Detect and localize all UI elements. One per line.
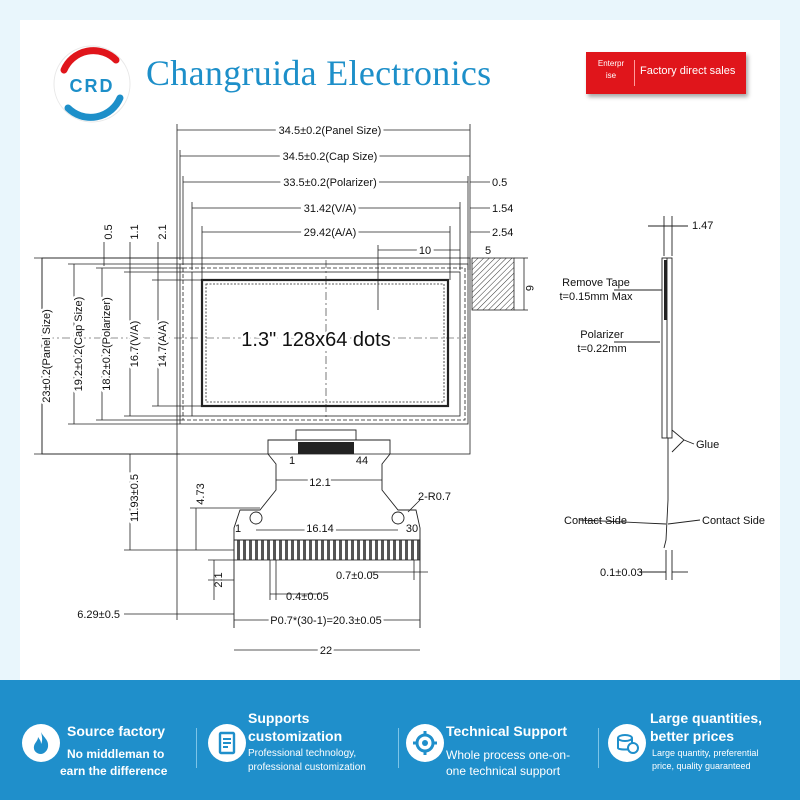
side-polarizer-t: t=0.22mm <box>577 343 626 355</box>
side-remove-tape-t: t=0.15mm Max <box>559 291 633 303</box>
dim-6-29: 6.29±0.5 <box>77 609 120 621</box>
dim-16-14: 16.14 <box>306 523 334 535</box>
brand-title: Changruida Electronics <box>146 53 492 93</box>
feature-divider <box>196 728 197 768</box>
feature-subtitle-2: earn the difference <box>60 764 168 778</box>
gear-icon <box>406 724 444 762</box>
dim-10: 10 <box>419 245 431 257</box>
side-1-47: 1.47 <box>692 220 713 232</box>
feature-subtitle-2: professional customization <box>248 762 366 773</box>
pin-44: 44 <box>356 455 368 467</box>
fpc-pin-row <box>233 539 421 561</box>
pin-1-top: 1 <box>289 455 295 467</box>
feature-title-2: customization <box>248 728 343 744</box>
feature-title: Large quantities, <box>650 710 763 726</box>
dim-1-54: 1.54 <box>492 203 513 215</box>
dim-2-1-bottom: 2.1 <box>213 572 225 587</box>
feature-title: Technical Support <box>446 723 568 739</box>
dim-panel-size-w: 34.5±0.2(Panel Size) <box>279 125 382 137</box>
header: CRD Changruida Electronics Enterpr ise F… <box>20 20 780 123</box>
dim-aa-h: 14.7(A/A) <box>157 321 169 367</box>
dim-cap-size-w: 34.5±0.2(Cap Size) <box>283 151 378 163</box>
dim-6: 6 <box>523 285 535 291</box>
dim-5: 5 <box>485 245 491 257</box>
dim-2-1-top: 2.1 <box>157 224 169 239</box>
feature-title-2: better prices <box>650 728 735 744</box>
dim-2-54: 2.54 <box>492 227 513 239</box>
feature-footer: Source factory No middleman to earn the … <box>0 680 800 800</box>
side-contact-right: Contact Side <box>702 515 765 527</box>
fpc-tab-hatched <box>471 257 515 311</box>
badge-divider <box>634 60 635 86</box>
feature-divider <box>398 728 399 768</box>
pin-30: 30 <box>406 523 418 535</box>
dim-22: 22 <box>320 645 332 657</box>
feature-source-factory: Source factory No middleman to earn the … <box>0 680 200 800</box>
feature-technical-support: Technical Support Whole process one-on- … <box>400 680 600 800</box>
dim-0-5-right: 0.5 <box>492 177 507 189</box>
feature-subtitle-2: one technical support <box>446 764 561 778</box>
dim-va-h: 16.7(V/A) <box>129 321 141 367</box>
feature-subtitle-1: Large quantity, preferential <box>652 748 759 758</box>
display-center-label: 1.3" 128x64 dots <box>241 329 390 351</box>
side-remove-tape: Remove Tape <box>562 277 630 289</box>
dim-cap-size-h: 19.2±0.2(Cap Size) <box>73 297 85 392</box>
dim-11-93: 11.93±0.5 <box>129 474 141 522</box>
pin-1-bottom: 1 <box>235 523 241 535</box>
dim-pitch: P0.7*(30-1)=20.3±0.05 <box>270 615 382 627</box>
crd-logo: CRD <box>53 45 131 123</box>
feature-large-quantities: Large quantities, better prices Large qu… <box>600 680 800 800</box>
dim-polarizer-w: 33.5±0.2(Polarizer) <box>283 177 376 189</box>
dim-va-w: 31.42(V/A) <box>304 203 357 215</box>
flame-icon <box>22 724 60 762</box>
factory-direct-badge: Enterpr ise Factory direct sales <box>586 52 746 94</box>
side-polarizer: Polarizer <box>580 329 624 341</box>
feature-subtitle-1: Whole process one-on- <box>446 748 571 762</box>
side-contact-left: Contact Side <box>564 515 627 527</box>
dim-aa-w: 29.42(A/A) <box>304 227 357 239</box>
side-glue: Glue <box>696 439 719 451</box>
side-0-1: 0.1±0.03 <box>600 567 643 579</box>
feature-subtitle-1: No middleman to <box>67 747 165 761</box>
badge-label: Factory direct sales <box>640 65 736 77</box>
coins-icon <box>608 724 646 762</box>
drawing-card: CRD Changruida Electronics Enterpr ise F… <box>20 20 780 680</box>
logo-text: CRD <box>70 76 115 96</box>
feature-subtitle-2: price, quality guaranteed <box>652 761 751 771</box>
badge-small-label: Enterpr ise <box>597 59 625 80</box>
dim-0-5-left: 0.5 <box>103 224 115 239</box>
feature-divider <box>598 728 599 768</box>
dim-0-7: 0.7±0.05 <box>336 570 379 582</box>
ic-bonding-area <box>298 442 354 454</box>
dim-4-73: 4.73 <box>195 483 207 504</box>
dim-panel-size-h: 23±0.2(Panel Size) <box>41 309 53 402</box>
technical-drawing: 34.5±0.2(Panel Size) 34.5±0.2(Cap Size) … <box>34 122 765 660</box>
dim-0-4: 0.4±0.05 <box>286 591 329 603</box>
dim-1-1: 1.1 <box>129 224 141 239</box>
document-icon <box>208 724 246 762</box>
feature-customization: Supports customization Professional tech… <box>200 680 400 800</box>
feature-title: Supports <box>248 710 310 726</box>
feature-subtitle-1: Professional technology, <box>248 748 357 759</box>
dim-r07: 2-R0.7 <box>418 491 451 503</box>
feature-title: Source factory <box>67 723 166 739</box>
dim-12-1: 12.1 <box>309 477 330 489</box>
side-view-black-layer <box>664 260 667 320</box>
dim-polarizer-h: 18.2±0.2(Polarizer) <box>101 297 113 390</box>
